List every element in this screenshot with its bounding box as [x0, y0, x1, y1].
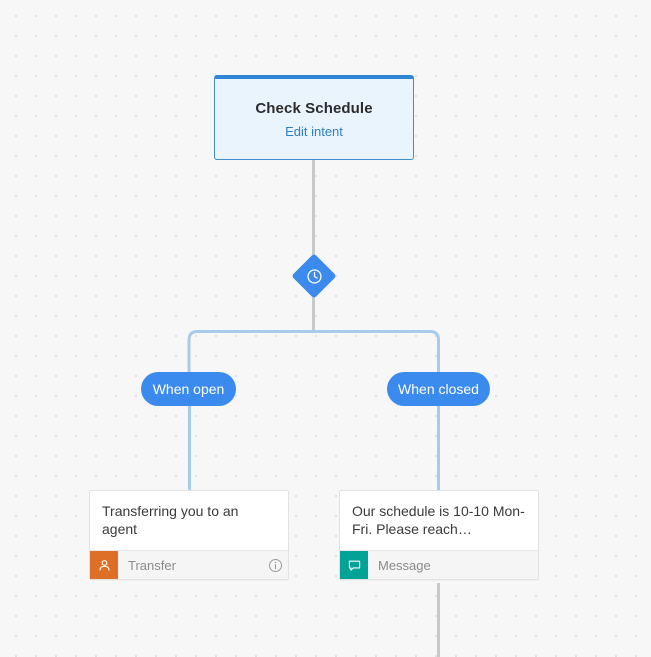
action-type-label: Message: [378, 557, 431, 573]
speech-bubble-icon: [340, 551, 368, 579]
action-card-transfer[interactable]: Transferring you to an agent Transfer: [89, 490, 289, 580]
connector-open-to-card: [188, 406, 191, 490]
user-icon: [90, 551, 118, 579]
action-card-message[interactable]: Our schedule is 10-10 Mon-Fri. Please re…: [339, 490, 539, 580]
connector-closed-to-card: [437, 406, 440, 490]
action-card-text: Transferring you to an agent: [102, 503, 239, 537]
condition-node-schedule[interactable]: [291, 253, 337, 299]
action-card-footer: Message: [340, 550, 538, 579]
connector-message-to-next: [437, 583, 440, 657]
connector-condition-stub: [312, 297, 315, 330]
branch-pill-label: When closed: [398, 381, 479, 397]
info-circle-icon[interactable]: [262, 558, 288, 573]
connector-intent-to-condition: [312, 160, 315, 255]
action-card-text: Our schedule is 10-10 Mon-Fri. Please re…: [352, 503, 525, 537]
intent-node-title: Check Schedule: [255, 99, 373, 117]
action-type-label: Transfer: [128, 557, 176, 573]
action-card-footer: Transfer: [90, 550, 288, 579]
branch-pill-when-closed[interactable]: When closed: [387, 372, 490, 406]
clock-icon: [292, 254, 336, 298]
branch-pill-when-open[interactable]: When open: [141, 372, 236, 406]
branch-pill-label: When open: [152, 381, 225, 397]
intent-node-check-schedule[interactable]: Check Schedule Edit intent: [214, 75, 414, 160]
edit-intent-link[interactable]: Edit intent: [285, 123, 343, 139]
